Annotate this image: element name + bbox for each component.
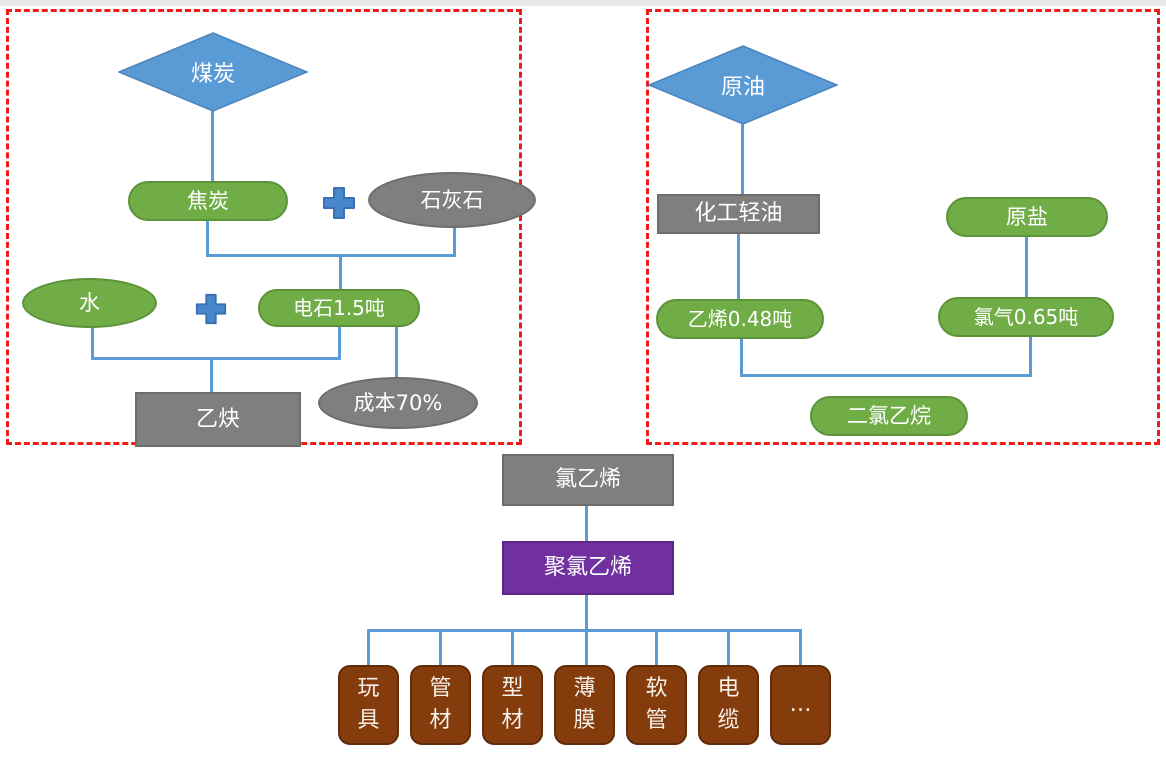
product-label: 软管 (645, 676, 668, 733)
connector-line (439, 629, 442, 666)
acetylene-label: 乙炔 (195, 406, 240, 432)
connector-line (585, 629, 588, 666)
coal-label: 煤炭 (190, 62, 235, 87)
connector-line (206, 254, 456, 257)
connector-line (741, 123, 744, 197)
connector-line (91, 326, 94, 360)
crude-oil-diamond-node: 原油 (647, 45, 839, 125)
coal-diamond-node: 煤炭 (117, 32, 309, 112)
diamond-shape (117, 32, 309, 112)
connector-line (339, 254, 342, 290)
calcium-carbide-label: 电石1.5吨 (293, 295, 385, 320)
connector-line (511, 629, 514, 666)
calcium-carbide-node: 电石1.5吨 (258, 289, 420, 327)
raw-salt-label: 原盐 (1006, 204, 1048, 229)
top-window-strip (0, 0, 1166, 6)
product-box-hose: 软管 (626, 665, 687, 745)
acetylene-node: 乙炔 (135, 392, 301, 447)
connector-line (1029, 336, 1032, 377)
limestone-node: 石灰石 (368, 172, 536, 228)
connector-line (727, 629, 730, 666)
product-box-toys: 玩具 (338, 665, 399, 745)
raw-salt-node: 原盐 (946, 197, 1108, 237)
product-label: 型材 (501, 676, 524, 733)
coke-label: 焦炭 (187, 188, 229, 213)
connector-line (453, 226, 456, 257)
cost-label: 成本70% (353, 390, 443, 415)
product-label: … (789, 692, 812, 718)
connector-line (206, 221, 209, 257)
product-label: 管材 (429, 676, 452, 733)
chlorine-label: 氯气0.65吨 (973, 304, 1079, 329)
product-box-profiles: 型材 (482, 665, 543, 745)
crude-oil-label: 原油 (720, 75, 765, 100)
pvc-label: 聚氯乙烯 (543, 555, 632, 581)
connector-line (338, 325, 341, 360)
connector-line (1025, 236, 1028, 298)
product-label: 电缆 (717, 676, 740, 733)
product-label: 玩具 (357, 676, 380, 733)
coke-node: 焦炭 (128, 181, 288, 221)
water-label: 水 (79, 290, 100, 315)
dichloroethane-label: 二氯乙烷 (847, 403, 931, 428)
product-box-cable: 电缆 (698, 665, 759, 745)
connector-line (395, 325, 398, 380)
connector-line (585, 594, 588, 630)
chemical-light-oil-label: 化工轻油 (694, 201, 783, 227)
connector-line (367, 629, 802, 632)
chemical-light-oil-node: 化工轻油 (657, 194, 820, 234)
cost-node: 成本70% (318, 377, 478, 429)
connector-line (585, 505, 588, 542)
chlorine-node: 氯气0.65吨 (938, 297, 1114, 337)
connector-line (740, 374, 1032, 377)
ethylene-node: 乙烯0.48吨 (656, 299, 824, 339)
water-node: 水 (22, 278, 157, 328)
connector-line (210, 357, 213, 393)
plus-icon (194, 292, 228, 330)
pvc-node: 聚氯乙烯 (502, 541, 674, 595)
vinyl-chloride-label: 氯乙烯 (554, 467, 621, 493)
connector-line (367, 629, 370, 666)
connector-line (655, 629, 658, 666)
ethylene-label: 乙烯0.48吨 (687, 306, 793, 331)
connector-line (737, 232, 740, 300)
dichloroethane-node: 二氯乙烷 (810, 396, 968, 436)
limestone-label: 石灰石 (420, 187, 484, 212)
connector-line (211, 110, 214, 182)
product-label: 薄膜 (573, 676, 596, 733)
vinyl-chloride-node: 氯乙烯 (502, 454, 674, 506)
oil-route-border (646, 9, 1160, 445)
product-box-film: 薄膜 (554, 665, 615, 745)
plus-icon (321, 185, 357, 225)
product-box-pipes: 管材 (410, 665, 471, 745)
connector-line (91, 357, 341, 360)
connector-line (740, 338, 743, 377)
product-box-more: … (770, 665, 831, 745)
diamond-shape (647, 45, 839, 125)
connector-line (799, 629, 802, 666)
